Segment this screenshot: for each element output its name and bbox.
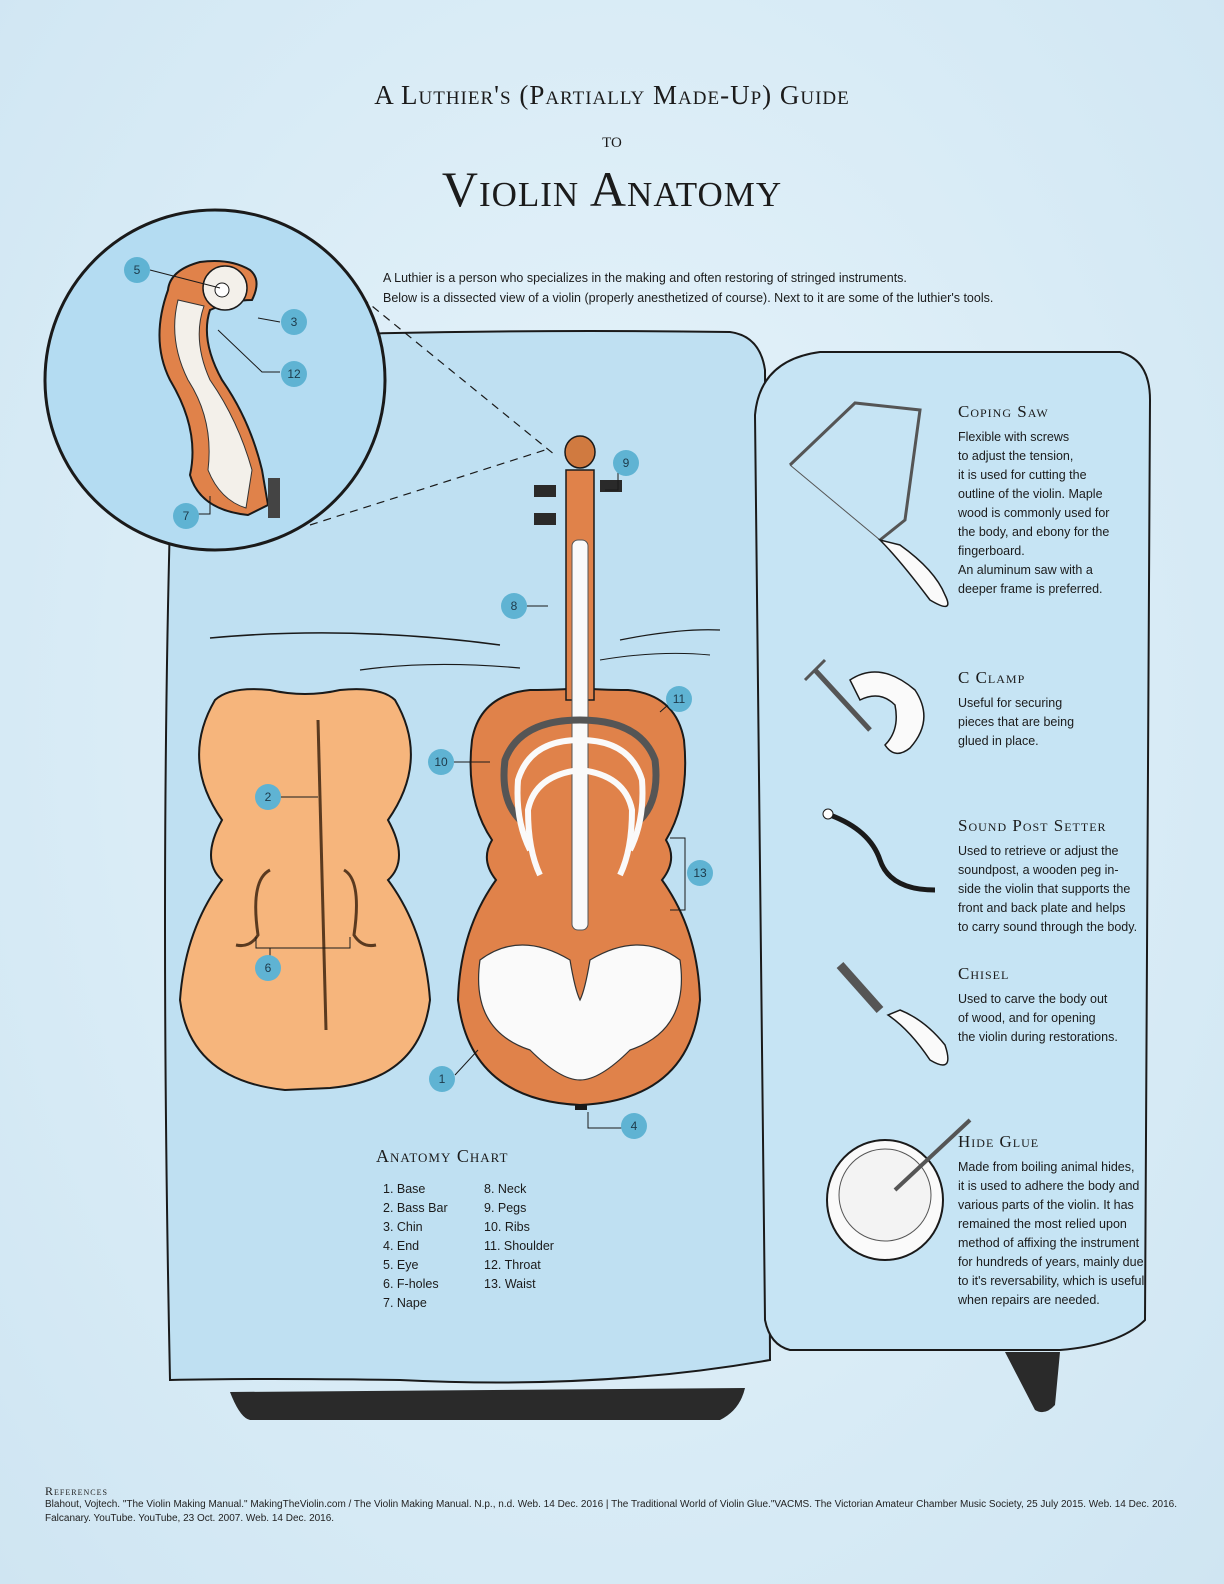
right-cloth-foot [1005, 1352, 1060, 1413]
tool-desc-coping-saw: Flexible with screws to adjust the tensi… [958, 428, 1168, 599]
list-item: 2. Bass Bar [383, 1201, 448, 1215]
tool-desc-line: fingerboard. [958, 544, 1025, 558]
list-item: 10. Ribs [484, 1220, 530, 1234]
tool-desc-line: the violin during restorations. [958, 1030, 1118, 1044]
callout-badge: 6 [255, 955, 281, 981]
chisel-illustration [836, 962, 949, 1066]
tool-desc-line: Made from boiling animal hides, [958, 1160, 1135, 1174]
tool-desc-line: Flexible with screws [958, 430, 1070, 444]
tool-desc-line: Used to retrieve or adjust the [958, 844, 1119, 858]
list-item: 4. End [383, 1239, 420, 1253]
tool-desc-line: outline of the violin. Maple [958, 487, 1103, 501]
tool-title-coping-saw: Coping Saw [958, 402, 1049, 421]
tool-desc-sound-post-setter: Used to retrieve or adjust the soundpost… [958, 842, 1168, 937]
callout-badge: 7 [173, 503, 199, 529]
tool-desc-line: for hundreds of years, mainly due [958, 1255, 1144, 1269]
violin-back [178, 688, 432, 1092]
tool-desc-line: glued in place. [958, 734, 1039, 748]
tool-desc-line: pieces that are being [958, 715, 1075, 729]
callout-badge: 5 [124, 257, 150, 283]
anatomy-chart-title: Anatomy Chart [376, 1146, 509, 1166]
reference-line: Blahout, Vojtech. "The Violin Making Man… [45, 1499, 1177, 1510]
tool-desc-line: of wood, and for opening [958, 1011, 1096, 1025]
tool-desc-line: Used to carve the body out [958, 992, 1108, 1006]
list-item: 13. Waist [484, 1277, 536, 1291]
right-cloth [753, 351, 1152, 1351]
hide-glue-illustration [826, 1118, 972, 1261]
tool-desc-line: wood is commonly used for [958, 506, 1110, 520]
list-item: 3. Chin [383, 1220, 423, 1234]
tool-desc-line: side the violin that supports the [958, 882, 1131, 896]
tool-desc-line: front and back plate and helps [958, 901, 1126, 915]
sound-post-setter-illustration [822, 808, 936, 893]
title-to: to [602, 128, 622, 152]
reference-line: Falcanary. YouTube. YouTube, 23 Oct. 200… [45, 1513, 335, 1524]
page-title: Violin Anatomy [441, 161, 783, 217]
callout-badge: 12 [281, 361, 307, 387]
tool-desc-line: deeper frame is preferred. [958, 582, 1103, 596]
title-top: A Luthier's (Partially Made-Up) Guide [374, 80, 850, 110]
tool-desc-line: the body, and ebony for the [958, 525, 1110, 539]
list-item: 8. Neck [484, 1182, 527, 1196]
callout-badge: 10 [428, 749, 454, 775]
tool-desc-line: to it's reversability, which is useful [958, 1274, 1145, 1288]
tool-desc-hide-glue: Made from boiling animal hides, it is us… [958, 1158, 1168, 1310]
callout-badge: 9 [613, 450, 639, 476]
references: References Blahout, Vojtech. "The Violin… [45, 1484, 1185, 1526]
references-title: References [45, 1484, 108, 1498]
anatomy-chart-col-2: 8. Neck 9. Pegs 10. Ribs 11. Shoulder 12… [484, 1180, 554, 1294]
tool-desc-line: soundpost, a wooden peg in- [958, 863, 1119, 877]
c-clamp-illustration [803, 658, 925, 754]
tool-desc-line: it is used to adhere the body and [958, 1179, 1140, 1193]
list-item: 9. Pegs [484, 1201, 527, 1215]
tool-desc-line: to adjust the tension, [958, 449, 1074, 463]
tool-title-chisel: Chisel [958, 964, 1010, 983]
list-item: 5. Eye [383, 1258, 419, 1272]
list-item: 11. Shoulder [484, 1239, 554, 1253]
tool-title-hide-glue: Hide Glue [958, 1132, 1040, 1151]
intro-text: A Luthier is a person who specializes in… [383, 268, 1083, 308]
tool-desc-c-clamp: Useful for securing pieces that are bein… [958, 694, 1168, 751]
callout-badge: 4 [621, 1113, 647, 1139]
tool-desc-line: remained the most relied upon [958, 1217, 1127, 1231]
tool-desc-line: when repairs are needed. [958, 1293, 1100, 1307]
callout-badge: 11 [666, 686, 692, 712]
list-item: 7. Nape [383, 1296, 427, 1310]
callout-badge: 3 [281, 309, 307, 335]
tool-title-c-clamp: C Clamp [958, 668, 1026, 687]
tool-title-sound-post-setter: Sound Post Setter [958, 816, 1107, 835]
callout-badge: 8 [501, 593, 527, 619]
left-cloth [164, 330, 772, 1384]
callout-badge: 13 [687, 860, 713, 886]
list-item: 12. Throat [484, 1258, 541, 1272]
list-item: 6. F-holes [383, 1277, 439, 1291]
tool-desc-line: method of affixing the instrument [958, 1236, 1140, 1250]
tool-desc-line: various parts of the violin. It has [958, 1198, 1134, 1212]
callout-badge: 1 [429, 1066, 455, 1092]
anatomy-chart-col-1: 1. Base 2. Bass Bar 3. Chin 4. End 5. Ey… [383, 1180, 448, 1313]
tool-desc-line: it is used for cutting the [958, 468, 1087, 482]
pelvis [478, 944, 682, 1081]
intro-line: A Luthier is a person who specializes in… [383, 271, 907, 285]
tool-desc-chisel: Used to carve the body out of wood, and … [958, 990, 1168, 1047]
left-cloth-foot [230, 1388, 745, 1420]
coping-saw-illustration [788, 401, 949, 608]
callout-badge: 2 [255, 784, 281, 810]
list-item: 1. Base [383, 1182, 426, 1196]
tool-desc-line: Useful for securing [958, 696, 1063, 710]
intro-line: Below is a dissected view of a violin (p… [383, 291, 994, 305]
tool-desc-line: An aluminum saw with a [958, 563, 1093, 577]
tool-desc-line: to carry sound through the body. [958, 920, 1138, 934]
